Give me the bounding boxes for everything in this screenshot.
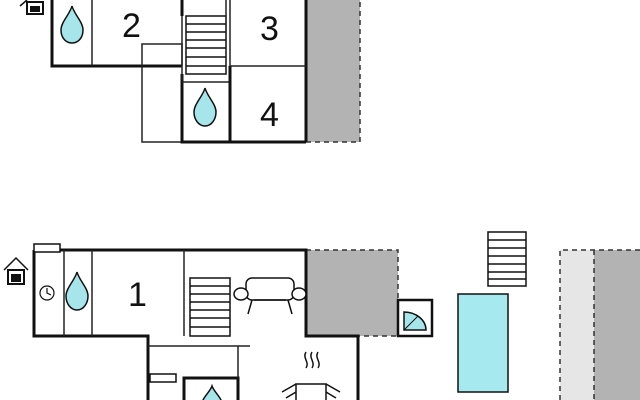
room-label-2: 2 xyxy=(122,7,141,45)
room-label-1: 1 xyxy=(128,276,147,314)
clock-icon xyxy=(39,285,55,301)
water-drop-icon xyxy=(202,383,222,400)
upper-floor xyxy=(19,0,361,144)
staircase-icon xyxy=(189,277,231,337)
outdoor-stairs-icon xyxy=(487,231,527,287)
water-drop-icon xyxy=(65,271,89,311)
ground-terrace xyxy=(306,250,398,336)
outdoor xyxy=(396,231,640,400)
water-drop-icon xyxy=(60,5,84,44)
staircase-icon xyxy=(185,15,227,75)
room-label-4: 4 xyxy=(260,96,279,134)
water-drop-icon xyxy=(193,87,217,127)
shower-icon xyxy=(396,298,434,338)
terrace-area xyxy=(560,250,594,400)
pool-icon xyxy=(457,293,509,393)
ground-floor xyxy=(3,243,399,400)
stove-icon xyxy=(281,351,341,400)
room-label-3: 3 xyxy=(260,10,279,48)
house-icon xyxy=(3,256,29,285)
upper-terrace xyxy=(306,0,360,142)
sofa-icon xyxy=(233,277,307,315)
house-icon xyxy=(19,0,44,15)
terrace-area xyxy=(594,250,640,400)
